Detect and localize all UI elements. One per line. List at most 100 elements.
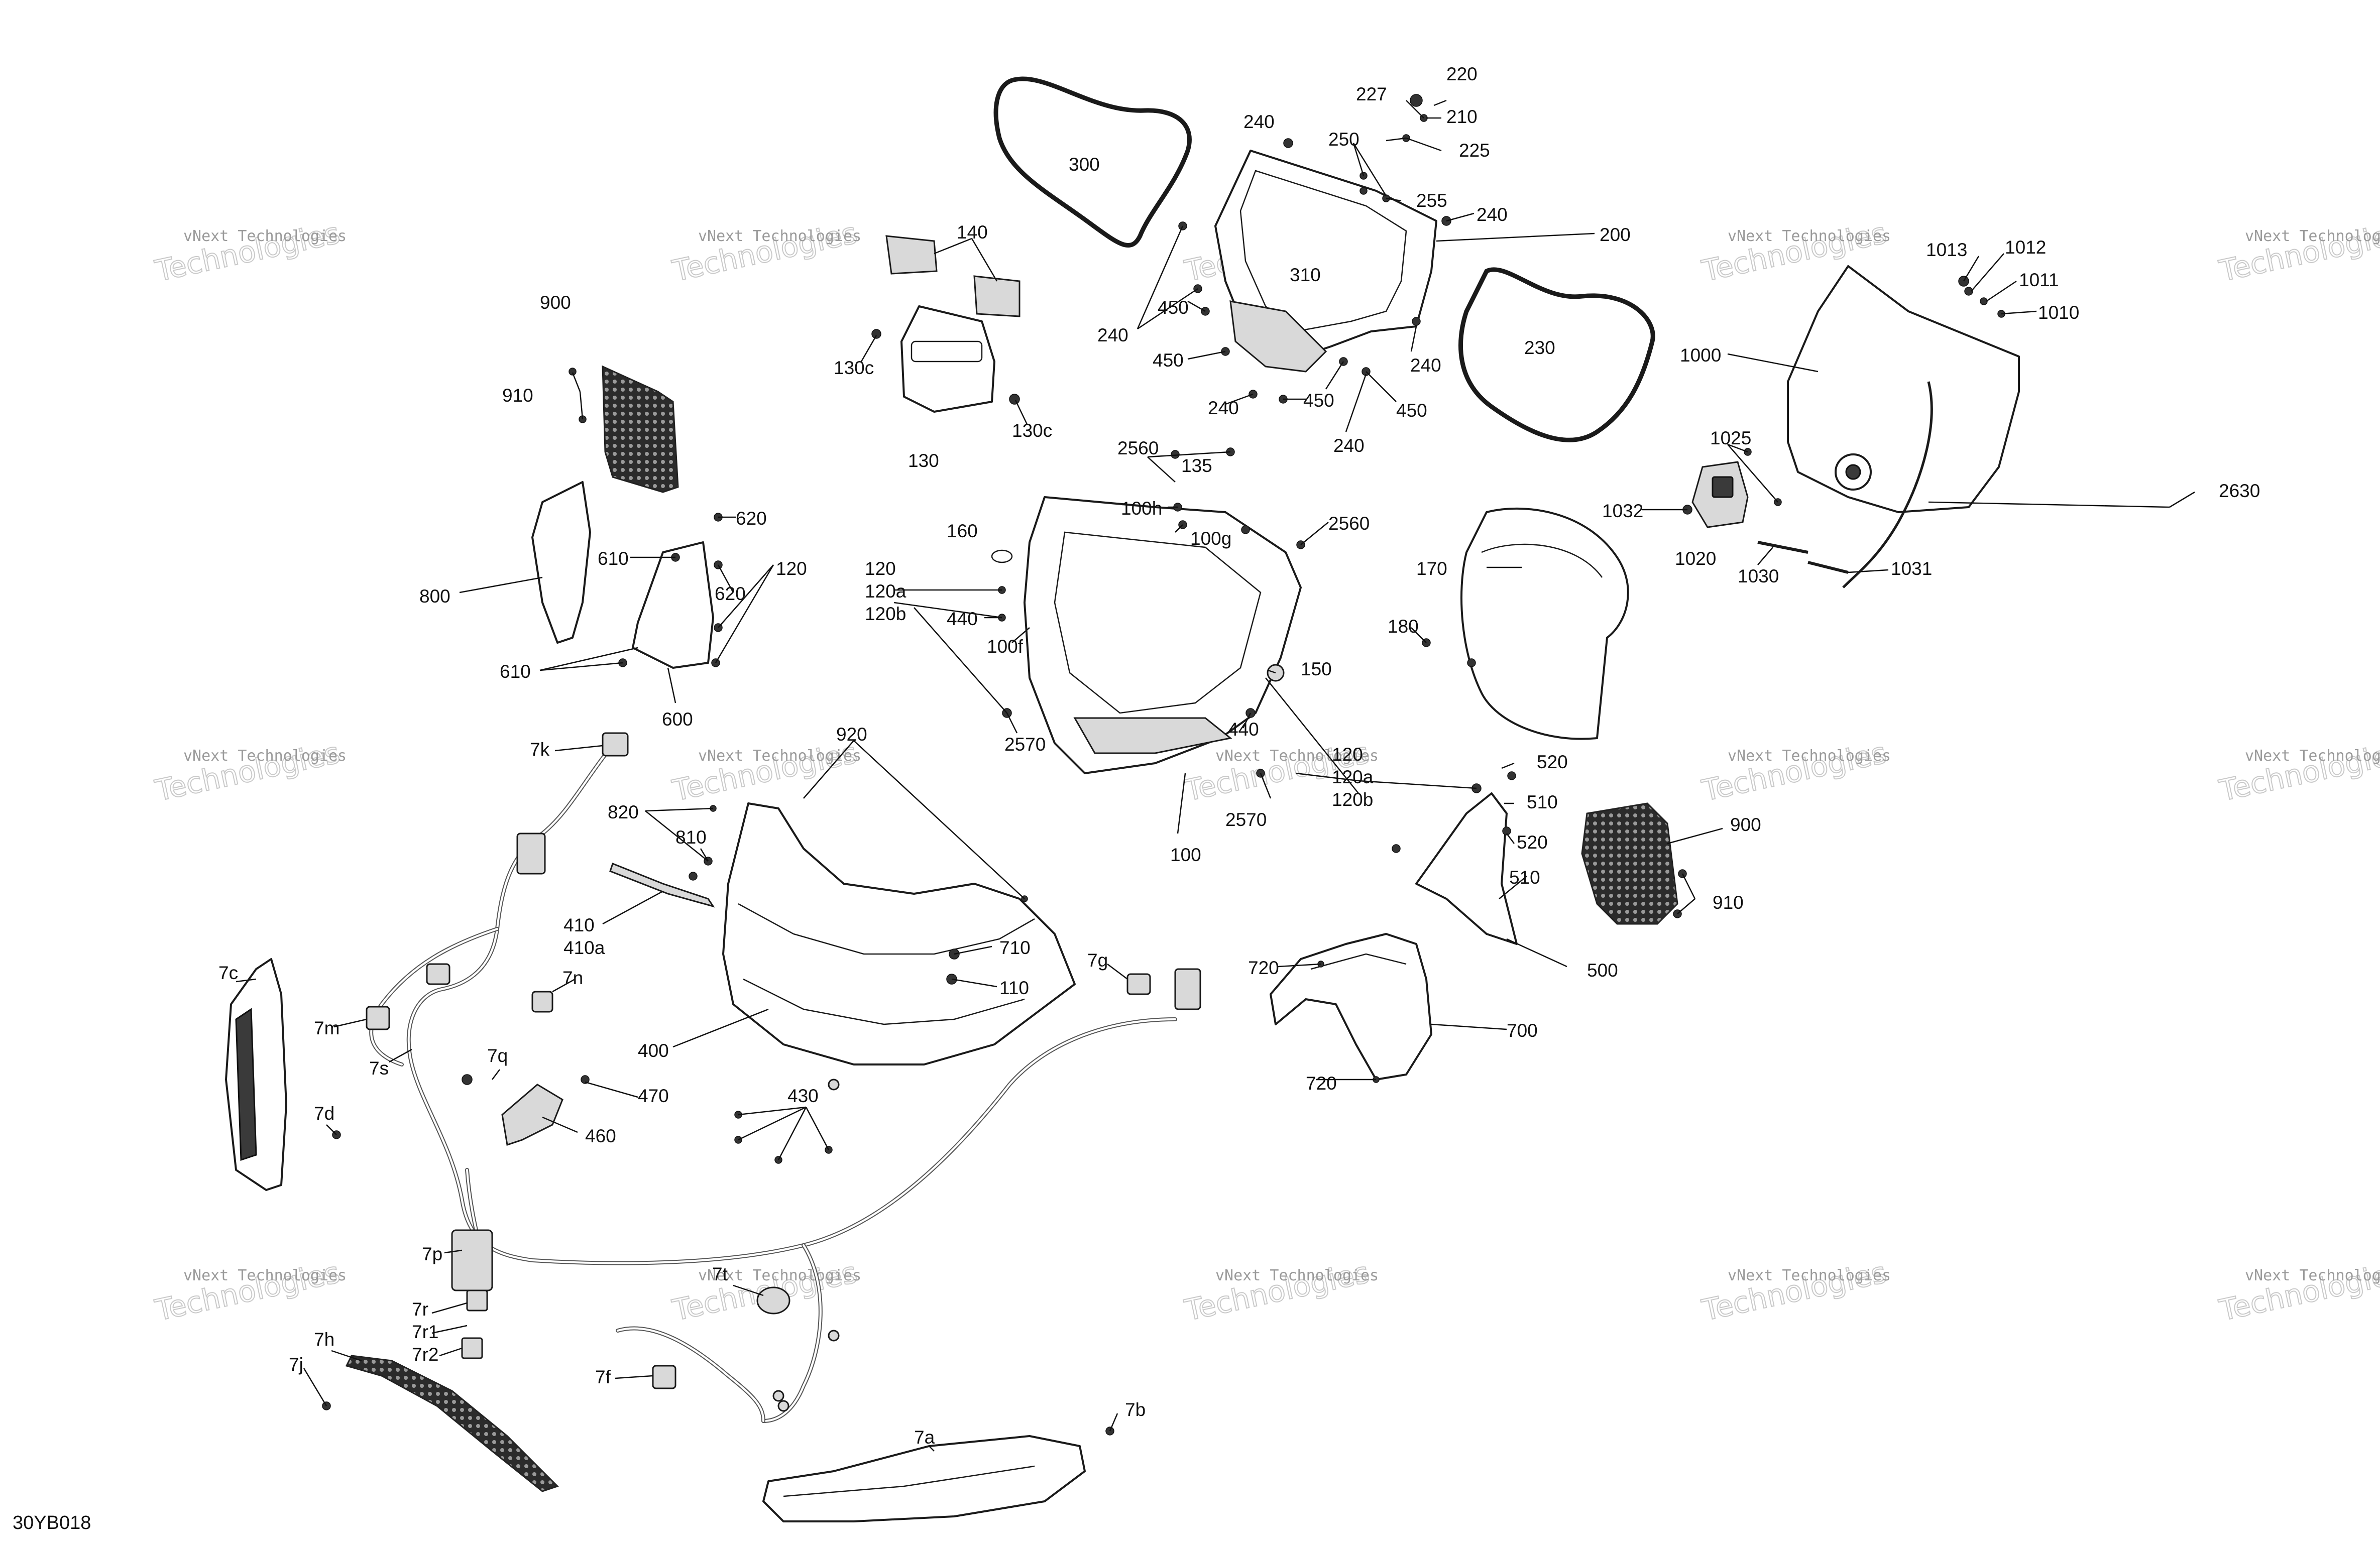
callout-7s: 7s <box>369 1058 389 1079</box>
part-900-mesh-right <box>1581 802 1678 925</box>
watermark: Technologies vNext Technologies <box>152 1255 347 1328</box>
callout-800: 800 <box>419 586 450 607</box>
part-400-bumper <box>722 802 1076 1065</box>
callout-820: 820 <box>608 802 639 822</box>
callout-400: 400 <box>638 1040 669 1061</box>
part-410-strip <box>609 863 715 908</box>
part-7f-connector <box>652 1365 676 1389</box>
part-2630-cable <box>1842 381 1933 588</box>
callout-120b: 120b <box>1332 789 1373 810</box>
callout-1025: 1025 <box>1710 428 1751 448</box>
callout-120: 120 <box>865 558 896 579</box>
callout-labels: 300 240 227 220 210 225 250 255 240 200 … <box>218 64 2260 1448</box>
part-7r2-nut <box>461 1337 483 1359</box>
callout-180: 180 <box>1388 616 1419 637</box>
watermark: Technologies vNext Technologies <box>2216 1255 2380 1328</box>
svg-text:Technologies: Technologies <box>152 216 343 288</box>
callout-240: 240 <box>1243 111 1275 132</box>
svg-text:Technologies: Technologies <box>1699 1255 1890 1328</box>
leader-lines <box>236 99 2195 1452</box>
callout-7g: 7g <box>1087 950 1108 971</box>
callout-900: 900 <box>1730 814 1761 835</box>
part-300-seal <box>993 76 1192 248</box>
callout-7j: 7j <box>289 1354 303 1375</box>
callout-240: 240 <box>1208 398 1239 418</box>
callout-120a: 120a <box>1332 767 1374 787</box>
svg-text:Technologies: Technologies <box>1182 1255 1373 1328</box>
part-460-bracket <box>501 1084 563 1146</box>
part-160-grommet <box>991 549 1013 563</box>
part-600-bracket <box>632 541 714 669</box>
callout-510: 510 <box>1509 867 1540 888</box>
watermark: Technologies vNext Technologies <box>669 735 861 808</box>
callout-110: 110 <box>999 978 1029 998</box>
part-7a-lower-light <box>762 1435 1086 1522</box>
svg-text:Technologies: Technologies <box>669 216 860 288</box>
callout-520: 520 <box>1537 752 1568 772</box>
watermark: Technologies vNext Technologies <box>2216 215 2380 289</box>
callout-135: 135 <box>1181 455 1212 476</box>
svg-text:Technologies: Technologies <box>1699 736 1890 808</box>
callout-240: 240 <box>1410 355 1441 376</box>
callout-720: 720 <box>1306 1073 1337 1094</box>
callout-310: 310 <box>1290 265 1321 285</box>
watermark: Technologies vNext Technologies <box>669 215 861 289</box>
callout-300: 300 <box>1069 154 1100 175</box>
svg-text:Technologies: Technologies <box>2216 736 2380 808</box>
part-500-bracket <box>1415 792 1518 945</box>
parts <box>225 76 2020 1522</box>
part-7p-sensor <box>451 1229 493 1291</box>
callout-1011: 1011 <box>2019 270 2059 290</box>
callout-240: 240 <box>1477 204 1508 225</box>
svg-text:vNext Technologies: vNext Technologies <box>1215 747 1379 765</box>
svg-text:vNext Technologies: vNext Technologies <box>2245 1267 2380 1284</box>
diagram-code: 30YB018 <box>13 1512 91 1533</box>
svg-text:vNext Technologies: vNext Technologies <box>1215 1267 1379 1284</box>
watermarks: Technologies vNext Technologies Technolo… <box>152 215 2380 1328</box>
callout-910: 910 <box>502 385 533 406</box>
callout-450: 450 <box>1153 350 1184 371</box>
callout-1010: 1010 <box>2038 302 2079 323</box>
svg-text:vNext Technologies: vNext Technologies <box>183 747 347 765</box>
svg-text:Technologies: Technologies <box>2216 1255 2380 1328</box>
callout-150: 150 <box>1301 659 1332 679</box>
callout-2630: 2630 <box>2219 481 2260 501</box>
callout-920: 920 <box>836 724 867 745</box>
callout-440: 440 <box>1228 719 1259 740</box>
svg-text:Technologies: Technologies <box>669 736 860 808</box>
callout-7p: 7p <box>422 1244 442 1264</box>
part-140-light-right <box>973 275 1021 317</box>
callout-7d: 7d <box>314 1103 334 1124</box>
svg-text:vNext Technologies: vNext Technologies <box>698 1267 861 1284</box>
svg-text:vNext Technologies: vNext Technologies <box>1728 227 1891 245</box>
callout-410: 410 <box>563 915 595 935</box>
callout-255: 255 <box>1416 190 1447 211</box>
callout-720: 720 <box>1248 958 1279 978</box>
callout-1020: 1020 <box>1675 548 1716 569</box>
callout-7r2: 7r2 <box>412 1344 438 1365</box>
callout-450: 450 <box>1396 400 1427 421</box>
callout-810: 810 <box>675 827 707 848</box>
callout-230: 230 <box>1524 337 1555 358</box>
callout-210: 210 <box>1446 106 1478 127</box>
callout-130: 130 <box>908 450 939 471</box>
svg-text:vNext Technologies: vNext Technologies <box>2245 227 2380 245</box>
callout-250: 250 <box>1328 129 1359 150</box>
part-7s-harness <box>369 746 1177 1423</box>
callout-225: 225 <box>1459 140 1490 161</box>
callout-710: 710 <box>999 937 1031 958</box>
callout-120: 120 <box>1332 744 1363 765</box>
part-130-bracket <box>900 305 995 413</box>
callout-610: 610 <box>500 661 531 682</box>
callout-100g: 100g <box>1190 528 1231 549</box>
svg-text:vNext Technologies: vNext Technologies <box>183 1267 347 1284</box>
part-1031-rod <box>1807 561 1849 574</box>
callout-460: 460 <box>585 1126 616 1146</box>
callout-1012: 1012 <box>2005 237 2046 258</box>
callout-450: 450 <box>1303 390 1334 411</box>
part-1030-rod <box>1757 541 1808 554</box>
callout-7f: 7f <box>595 1367 611 1387</box>
callout-620: 620 <box>715 583 746 604</box>
svg-text:vNext Technologies: vNext Technologies <box>2245 747 2380 765</box>
